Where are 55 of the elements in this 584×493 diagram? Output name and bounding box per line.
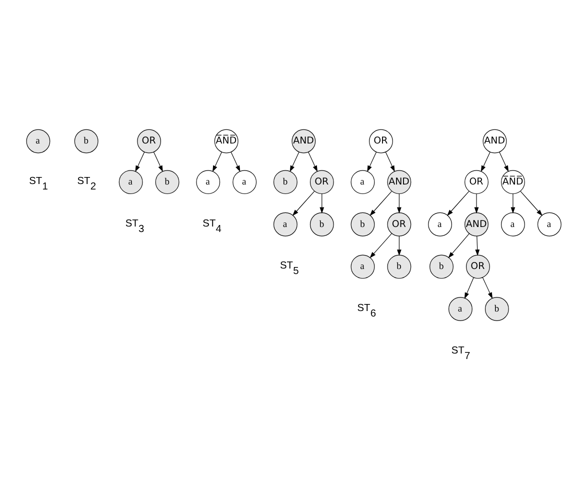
arrow — [212, 151, 222, 172]
node-circle: a — [118, 170, 143, 194]
arrow — [474, 192, 479, 214]
arrow — [480, 151, 490, 172]
node-circle: AND — [482, 128, 507, 153]
node-circle: a — [350, 170, 375, 194]
node-circle: a — [501, 212, 525, 236]
node-circle: OR — [387, 212, 412, 236]
arrow — [370, 190, 392, 216]
node-circle: OR — [464, 170, 488, 194]
node-circle: A̅N̅D̅ — [214, 128, 238, 153]
node-circle: a — [350, 254, 375, 278]
arrow — [520, 190, 542, 216]
arrow — [230, 151, 240, 172]
node-circle: OR — [369, 128, 393, 153]
node-circle: a — [196, 170, 220, 194]
arrow — [290, 151, 300, 172]
node-circle: OR — [466, 254, 490, 278]
node-circle: b — [74, 128, 98, 153]
arrow — [448, 232, 470, 258]
node-circle: a — [428, 212, 452, 236]
node-circle: A̅N̅D̅ — [501, 170, 525, 194]
arrow — [385, 151, 395, 172]
node-circle: AND — [292, 128, 316, 153]
node-circle: a — [273, 212, 298, 236]
node-circle: OR — [137, 128, 162, 153]
node-circle: a — [537, 212, 562, 236]
node-circle: b — [155, 170, 180, 194]
node-circle: AND — [464, 212, 488, 236]
arrow — [367, 151, 377, 172]
arrow — [510, 192, 516, 214]
arrow — [135, 151, 145, 172]
arrow — [308, 151, 318, 172]
node-circle: a — [232, 170, 257, 194]
node-circle: OR — [310, 170, 334, 194]
node-circle: b — [350, 212, 375, 236]
node-circle: a — [26, 128, 50, 153]
node-circle: b — [430, 254, 454, 278]
node-circle: b — [273, 170, 298, 194]
arrow — [397, 235, 402, 256]
arrow — [153, 151, 163, 172]
arrow — [397, 192, 402, 214]
node-circle: AND — [387, 170, 412, 194]
node-circle: a — [448, 296, 472, 320]
arrow — [475, 235, 480, 256]
arrow — [370, 232, 392, 258]
node-circle: b — [387, 254, 412, 278]
arrow — [292, 190, 315, 216]
node-circle: b — [484, 296, 509, 320]
arrow — [464, 276, 474, 298]
arrow — [499, 151, 509, 172]
arrow — [482, 276, 493, 298]
node-circle: b — [310, 212, 334, 236]
arrow — [447, 190, 470, 216]
arrow — [320, 192, 324, 214]
